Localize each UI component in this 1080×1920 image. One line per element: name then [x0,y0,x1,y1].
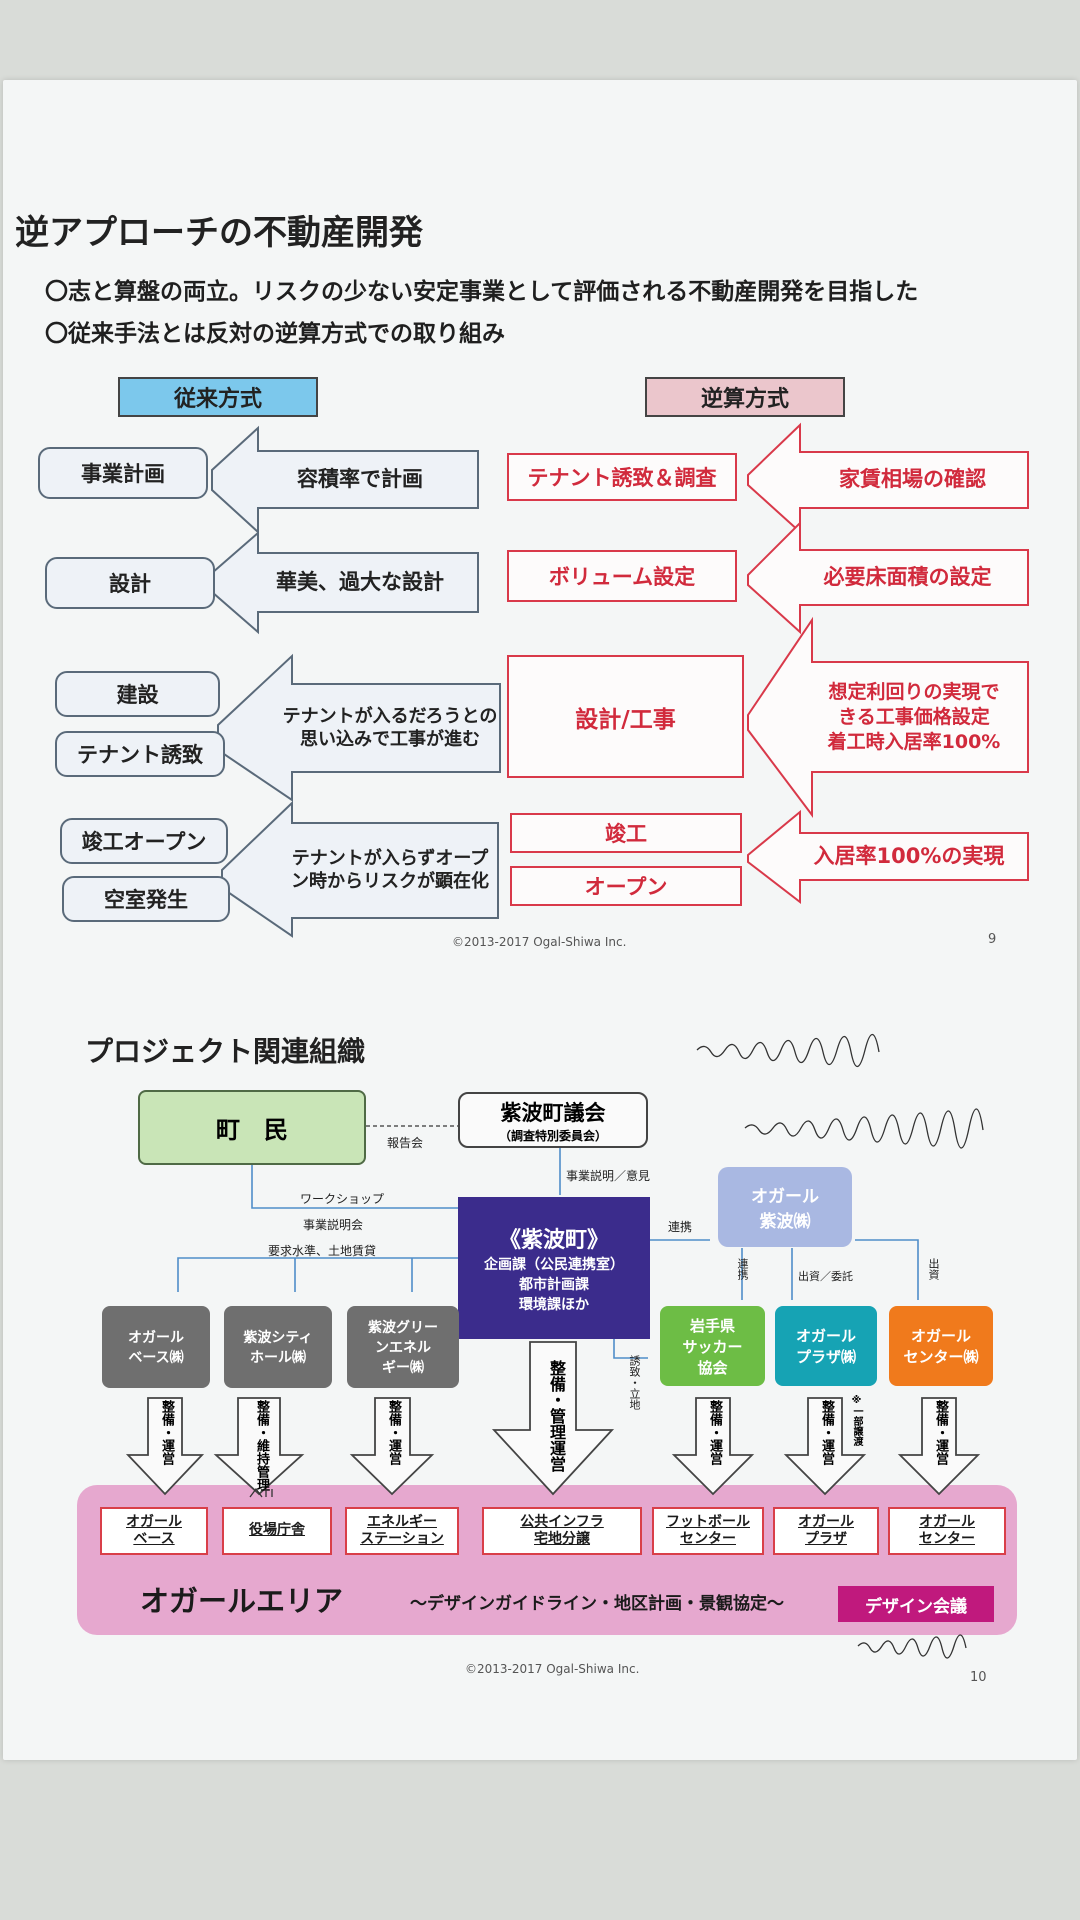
box-shiwa-town: 《紫波町》 企画課（公民連携室） 都市計画課 環境課ほか [458,1197,650,1339]
arrow-label-occupancy: 入居率100%の実現 [813,843,1005,868]
slide9-bullet-1: 〇志と算盤の両立。リスクの少ない安定事業として評価される不動産開発を目指した [45,279,919,305]
area-subtitle: ～デザインガイドライン・地区計画・景観協定～ [410,1594,784,1614]
slide10-copyright: ©2013-2017 Ogal-Shiwa Inc. [465,1662,640,1676]
label-renkei: 連携 [668,1220,693,1234]
box-design: 設計 [45,557,215,609]
label-invest-delegate: 出資／委託 [798,1270,853,1283]
box-design-construction: 設計/工事 [507,655,744,778]
box-ogal-base: オガール ベース㈱ [102,1306,210,1388]
town-line-3: 環境課ほか [519,1297,589,1313]
label-briefing: 事業説明会 [303,1218,364,1232]
facility-football-center: フットボール センター [652,1507,764,1555]
label-explain: 事業説明／意見 [566,1169,651,1183]
town-line-2: 都市計画課 [519,1277,589,1293]
facility-ogal-center: オガール センター [888,1507,1006,1555]
box-townspeople: 町 民 [138,1090,366,1165]
facility-ogal-plaza: オガール プラザ [773,1507,879,1555]
box-iwate-football: 岩手県 サッカー 協会 [660,1306,765,1386]
box-tenant-survey: テナント誘致＆調査 [507,453,737,501]
box-completion: 竣工 [510,813,742,853]
arrow-label-cost: 想定利回りの実現で きる工事価格設定 着工時入居率100% [827,681,1001,753]
box-business-plan: 事業計画 [38,447,208,499]
slide10-page-number: 10 [970,1670,987,1685]
arrow-label-assumption: テナントが入るだろうとの 思い込みで工事が進む [282,705,498,750]
facility-public-infra: 公共インフラ 宅地分譲 [482,1507,642,1555]
arrow-label-volume: 容積率で計画 [297,467,423,492]
council-sub: （調査特別委員会） [498,1128,607,1143]
box-ogal-shiwa: オガール 紫波㈱ [718,1167,852,1247]
conventional-header: 従来方式 [118,377,318,417]
box-shiwa-cityhall: 紫波シティ ホール㈱ [224,1306,332,1388]
arrow-label-risk: テナントが入らずオープ ン時からリスクが顕在化 [291,847,489,892]
box-tenant-invite: テナント誘致 [55,731,225,777]
box-ogal-center-co: オガール センター㈱ [889,1306,993,1386]
area-title: オガールエリア [140,1584,344,1618]
facility-town-hall: 役場庁舎 [222,1507,332,1555]
label-request: 要求水準、土地賃貸 [268,1244,377,1258]
label-renkei-vertical: 連携 [736,1258,749,1280]
town-line-1: 企画課（公民連携室） [484,1257,624,1273]
label-invest: 出資 [927,1258,940,1280]
box-completion-open: 竣工オープン [60,818,228,864]
reverse-header: 逆算方式 [645,377,845,417]
box-volume: ボリューム設定 [507,550,737,602]
label-report: 報告会 [387,1136,424,1150]
arrow-label-base: 整備・運営 [159,1400,174,1465]
box-ogal-plaza-co: オガール プラザ㈱ [775,1306,877,1386]
box-open: オープン [510,866,742,906]
arrow-label-town: 整備・管理運営 [547,1360,566,1472]
slide9-copyright: ©2013-2017 Ogal-Shiwa Inc. [452,935,627,949]
slide9-bullet-2: 〇従来手法とは反対の逆算方式での取り組み [45,321,505,347]
label-invite-locate: 誘致・立地 [628,1355,641,1410]
arrow-label-plaza: 整備・運営 [819,1400,834,1465]
arrow-label-football: 整備・運営 [707,1400,722,1465]
partial-transfer-note: ※一部譲渡 [851,1395,862,1446]
box-council: 紫波町議会 （調査特別委員会） [458,1092,648,1148]
arrow-label-center: 整備・運営 [933,1400,948,1465]
box-vacancy: 空室発生 [62,876,230,922]
design-council-badge: デザイン会議 [838,1586,994,1622]
box-construction: 建設 [55,671,220,717]
arrow-label-energy: 整備・運営 [386,1400,401,1465]
council-name: 紫波町議会 [500,1100,606,1125]
arrow-label-floor-area: 必要床面積の設定 [823,564,992,589]
arrow-label-rent: 家賃相場の確認 [839,467,986,492]
arrow-label-overdesign: 華美、過大な設計 [276,570,444,595]
facility-energy-station: エネルギー ステーション [345,1507,459,1555]
arrow-label-cityhall: 整備・維持管理 [254,1400,269,1491]
slide9-title: 逆アプローチの不動産開発 [15,213,423,253]
box-shiwa-green-energy: 紫波グリー ンエネル ギー㈱ [347,1306,459,1388]
town-title: 《紫波町》 [498,1228,609,1253]
label-workshop: ワークショップ [300,1192,385,1206]
facility-ogal-base: オガール ベース [100,1507,208,1555]
slide10-title: プロジェクト関連組織 [85,1035,366,1068]
slide9-page-number: 9 [988,932,997,947]
